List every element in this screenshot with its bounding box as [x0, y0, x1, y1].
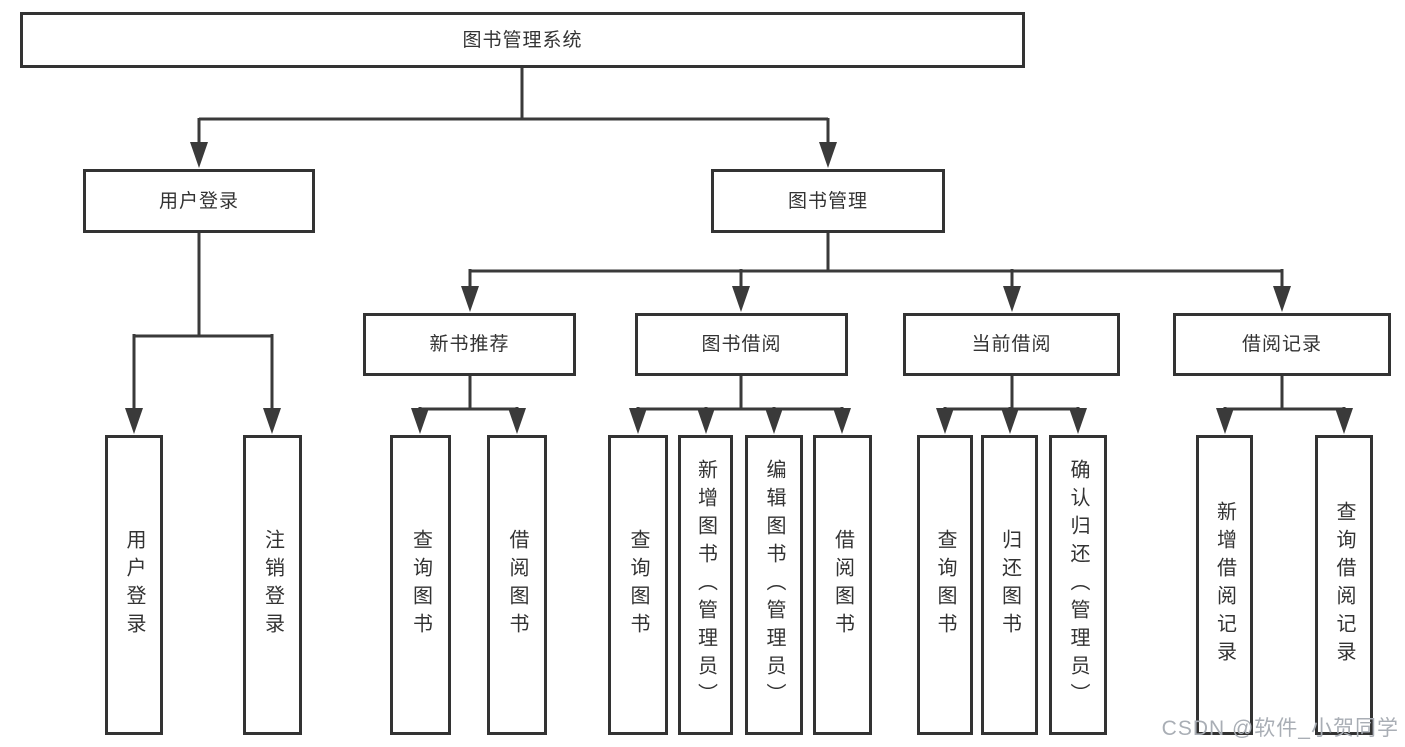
node-book-borrow: 图书借阅: [635, 313, 848, 376]
leaf-add-borrow-record: 新增借阅记录: [1196, 435, 1253, 735]
node-current-borrow: 当前借阅: [903, 313, 1120, 376]
leaf-edit-book-admin: 编辑图书（管理员）: [745, 435, 803, 735]
leaf-logout: 注销登录: [243, 435, 302, 735]
leaf-query-borrow-record: 查询借阅记录: [1315, 435, 1373, 735]
leaf-borrow-books-recommend: 借阅图书: [487, 435, 547, 735]
leaf-query-books-recommend: 查询图书: [390, 435, 451, 735]
watermark: CSDN @软件_小贺同学: [1161, 717, 1399, 740]
node-book-management: 图书管理: [711, 169, 945, 233]
leaf-query-books-current: 查询图书: [917, 435, 973, 735]
leaf-query-books-borrow: 查询图书: [608, 435, 668, 735]
node-new-book-recommend: 新书推荐: [363, 313, 576, 376]
node-user-login: 用户登录: [83, 169, 315, 233]
leaf-add-book-admin: 新增图书（管理员）: [678, 435, 733, 735]
leaf-borrow-books-borrow: 借阅图书: [813, 435, 872, 735]
leaf-return-books: 归还图书: [981, 435, 1038, 735]
leaf-confirm-return-admin: 确认归还（管理员）: [1049, 435, 1107, 735]
leaf-user-login: 用户登录: [105, 435, 163, 735]
node-library-system: 图书管理系统: [20, 12, 1025, 68]
node-borrow-records: 借阅记录: [1173, 313, 1391, 376]
